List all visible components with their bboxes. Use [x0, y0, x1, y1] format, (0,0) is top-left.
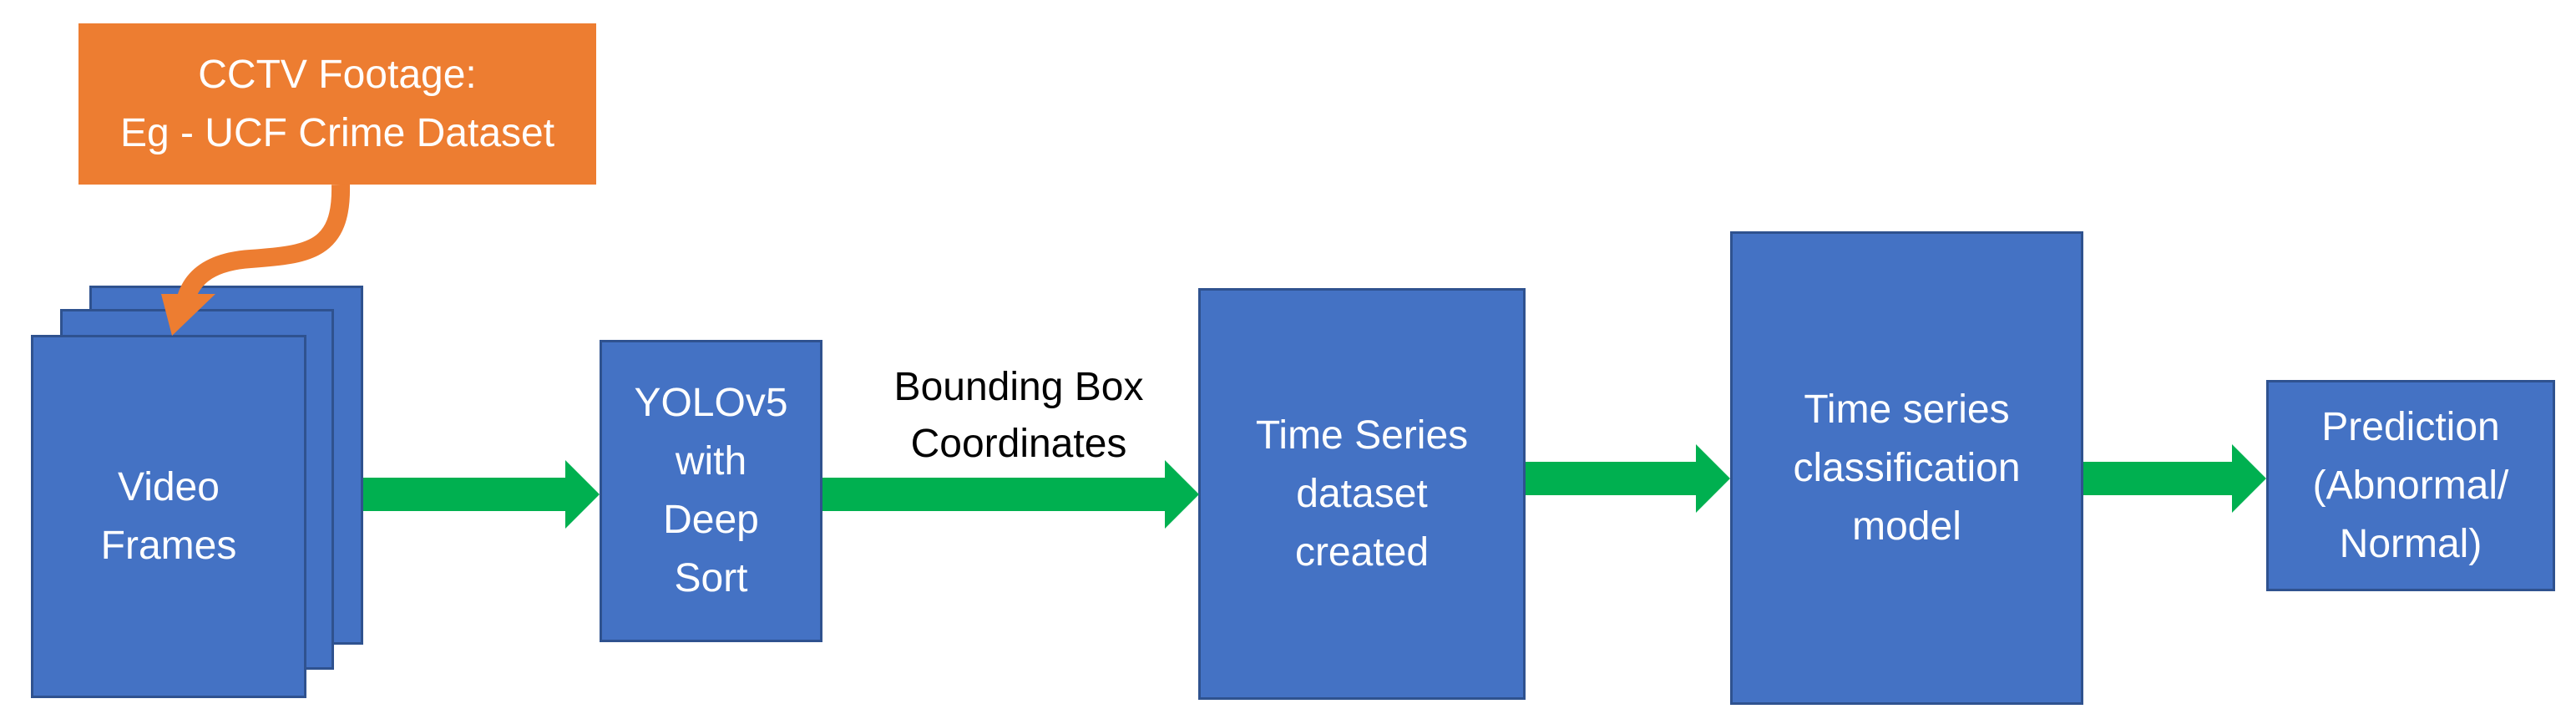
prediction-line-2: (Abnormal/ — [2312, 463, 2509, 508]
yolo-deepsort-node: YOLOv5 with Deep Sort — [600, 340, 822, 642]
prediction-line-3: Normal) — [2339, 521, 2482, 566]
yolo-line-1: YOLOv5 — [634, 381, 788, 425]
classifier-line-1: Time series — [1804, 387, 2010, 432]
video-frames-line-1: Video — [118, 464, 220, 509]
video-frames-node: Video Frames — [31, 335, 306, 698]
prediction-line-1: Prediction — [2321, 404, 2500, 449]
dataset-line-2: dataset — [1296, 471, 1428, 516]
source-line-1: CCTV Footage: — [198, 52, 477, 97]
classifier-line-3: model — [1852, 504, 1961, 549]
prediction-node: Prediction (Abnormal/ Normal) — [2266, 380, 2555, 591]
dataset-line-1: Time Series — [1255, 413, 1469, 458]
dataset-line-3: created — [1294, 529, 1430, 575]
classification-model-node: Time series classification model — [1730, 231, 2083, 705]
classifier-line-2: classification — [1793, 445, 2021, 490]
source-to-frames-arrowhead — [161, 294, 215, 336]
video-frames-line-2: Frames — [100, 523, 237, 568]
source-to-frames-curved-arrow — [176, 184, 351, 304]
edge-label-line-2: Coordinates — [910, 422, 1127, 466]
yolo-line-2: with — [675, 439, 747, 484]
edge-label-line-1: Bounding Box — [893, 365, 1144, 409]
yolo-to-dataset-arrow — [822, 460, 1199, 529]
yolo-line-3: Deep — [663, 498, 759, 542]
yolo-line-4: Sort — [674, 556, 748, 600]
dataset-to-classifier-arrow — [1526, 444, 1730, 513]
source-line-2: Eg - UCF Crime Dataset — [119, 110, 555, 155]
source-box: CCTV Footage: Eg - UCF Crime Dataset — [78, 23, 596, 185]
time-series-dataset-node: Time Series dataset created — [1198, 288, 1526, 700]
bounding-box-coordinates-label: Bounding Box Coordinates — [843, 359, 1194, 473]
classifier-to-prediction-arrow — [2083, 444, 2266, 513]
frames-to-yolo-arrow — [363, 460, 600, 529]
